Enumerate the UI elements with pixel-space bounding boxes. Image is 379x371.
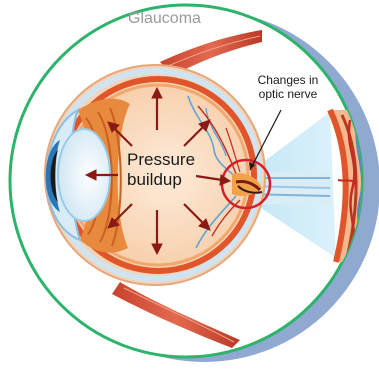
- optic-label-line2: optic nerve: [248, 88, 328, 102]
- pressure-buildup-label: Pressure buildup: [127, 150, 195, 189]
- optic-label-line1: Changes in: [248, 74, 328, 88]
- diagram-title: Glaucoma: [128, 10, 201, 28]
- pressure-label-line2: buildup: [127, 170, 195, 190]
- pressure-label-line1: Pressure: [127, 150, 195, 170]
- optic-nerve-label: Changes in optic nerve: [248, 74, 328, 102]
